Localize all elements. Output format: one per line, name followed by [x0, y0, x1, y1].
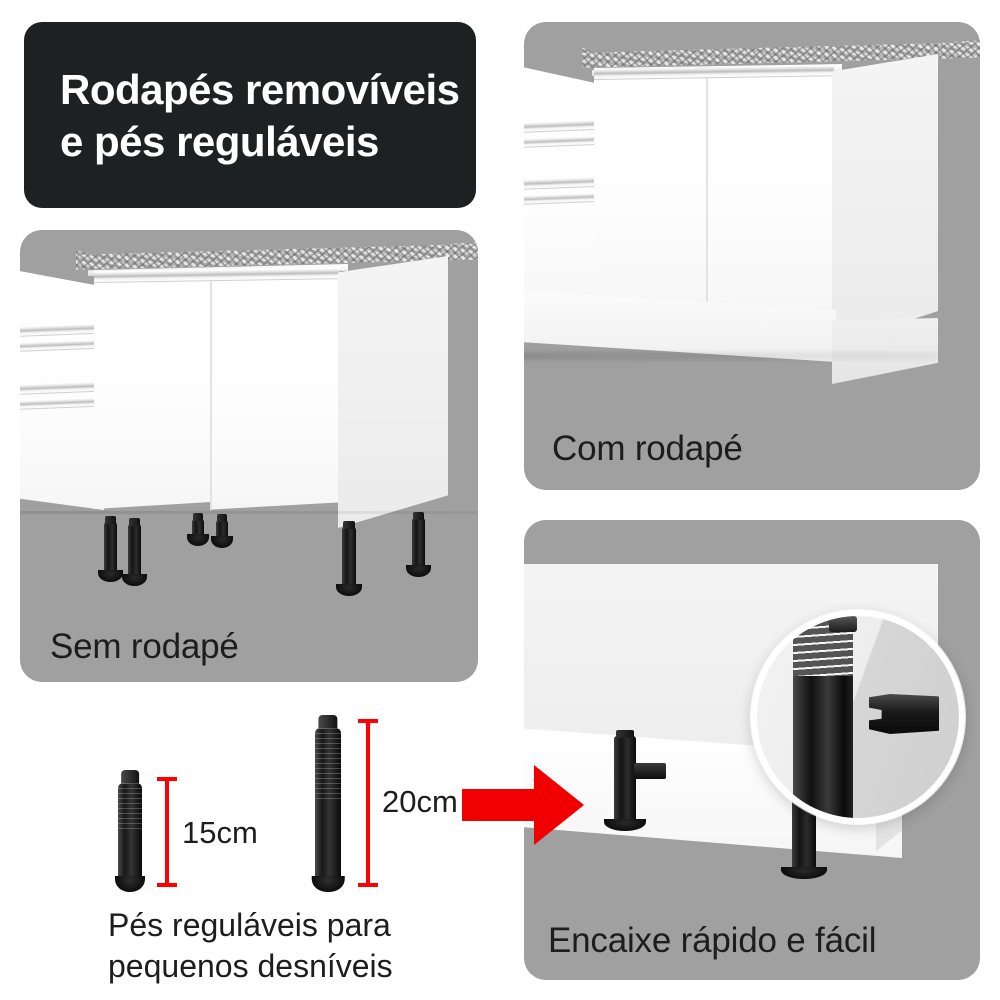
title-card: Rodapés removíveis e pés reguláveis	[24, 22, 476, 208]
cabinet-side-panel	[338, 256, 448, 528]
tall-leg-dimension-label: 20cm	[382, 784, 458, 819]
leg-clip-bracket	[634, 763, 666, 779]
caption-quick-fit: Encaixe rápido e fácil	[548, 921, 877, 960]
leg-rear-right	[406, 512, 431, 577]
short-leg-dimension-label: 15cm	[182, 815, 258, 850]
quick-fit-illustration	[524, 520, 980, 980]
short-leg-dimension-line	[165, 777, 169, 887]
title-line-2: e pés reguláveis	[60, 117, 379, 165]
cabinet-illustration-with-plinth	[524, 22, 980, 490]
leg-mid-left	[186, 513, 210, 546]
red-arrow-icon	[462, 765, 584, 845]
tall-leg-dimension-tick-top	[358, 719, 378, 723]
short-leg-cap	[121, 770, 139, 784]
legs-caption: Pés reguláveis para pequenos desníveis	[108, 905, 438, 987]
door-seam	[706, 72, 708, 318]
magnified-leg-top-cap	[829, 616, 857, 632]
short-leg-dimension-tick-bottom	[157, 883, 177, 887]
tall-leg-thread	[315, 728, 341, 800]
caption-with-plinth: Com rodapé	[552, 429, 743, 468]
tall-leg-dimension-tick-bottom	[358, 883, 378, 887]
leg-front-right	[335, 521, 363, 596]
magnified-leg-post	[793, 676, 853, 818]
short-leg-thread	[118, 783, 142, 829]
leg-mid-right	[210, 514, 234, 548]
tall-leg-dimension-line	[366, 719, 370, 887]
short-leg-foot	[115, 876, 145, 892]
tall-leg-graphic	[311, 715, 345, 892]
caption-without-plinth: Sem rodapé	[50, 627, 239, 666]
panel-with-plinth: Com rodapé	[524, 22, 980, 490]
tall-leg-foot	[311, 876, 345, 892]
magnified-clip-bracket	[869, 694, 939, 734]
leg-rear-left	[122, 518, 147, 586]
cabinet-door-left	[94, 274, 211, 509]
cabinet-door-left	[594, 72, 707, 317]
leg-front-left	[98, 516, 123, 582]
leg-front	[604, 730, 646, 831]
title-line-1: Rodapés removíveis	[60, 66, 460, 113]
cabinet-door-right	[210, 272, 340, 510]
cabinet-side-panel	[832, 54, 938, 346]
plinth-shadow	[524, 352, 938, 360]
short-leg-graphic	[115, 770, 145, 892]
cabinet-illustration-without-plinth	[20, 230, 478, 682]
plinth-side	[832, 318, 938, 384]
panel-without-plinth: Sem rodapé	[20, 230, 478, 682]
short-leg-dimension-tick-top	[157, 777, 177, 781]
door-seam	[210, 274, 212, 510]
tall-leg-cap	[318, 715, 338, 729]
panel-quick-fit: Encaixe rápido e fácil	[524, 520, 980, 980]
legs-caption-line-2: pequenos desníveis	[108, 947, 393, 984]
floor-line	[20, 511, 478, 514]
cabinet-door-right	[706, 70, 834, 318]
title-text: Rodapés removíveis e pés reguláveis	[60, 64, 460, 167]
legs-caption-line-1: Pés reguláveis para	[108, 907, 391, 943]
magnifier-circle	[751, 610, 965, 824]
